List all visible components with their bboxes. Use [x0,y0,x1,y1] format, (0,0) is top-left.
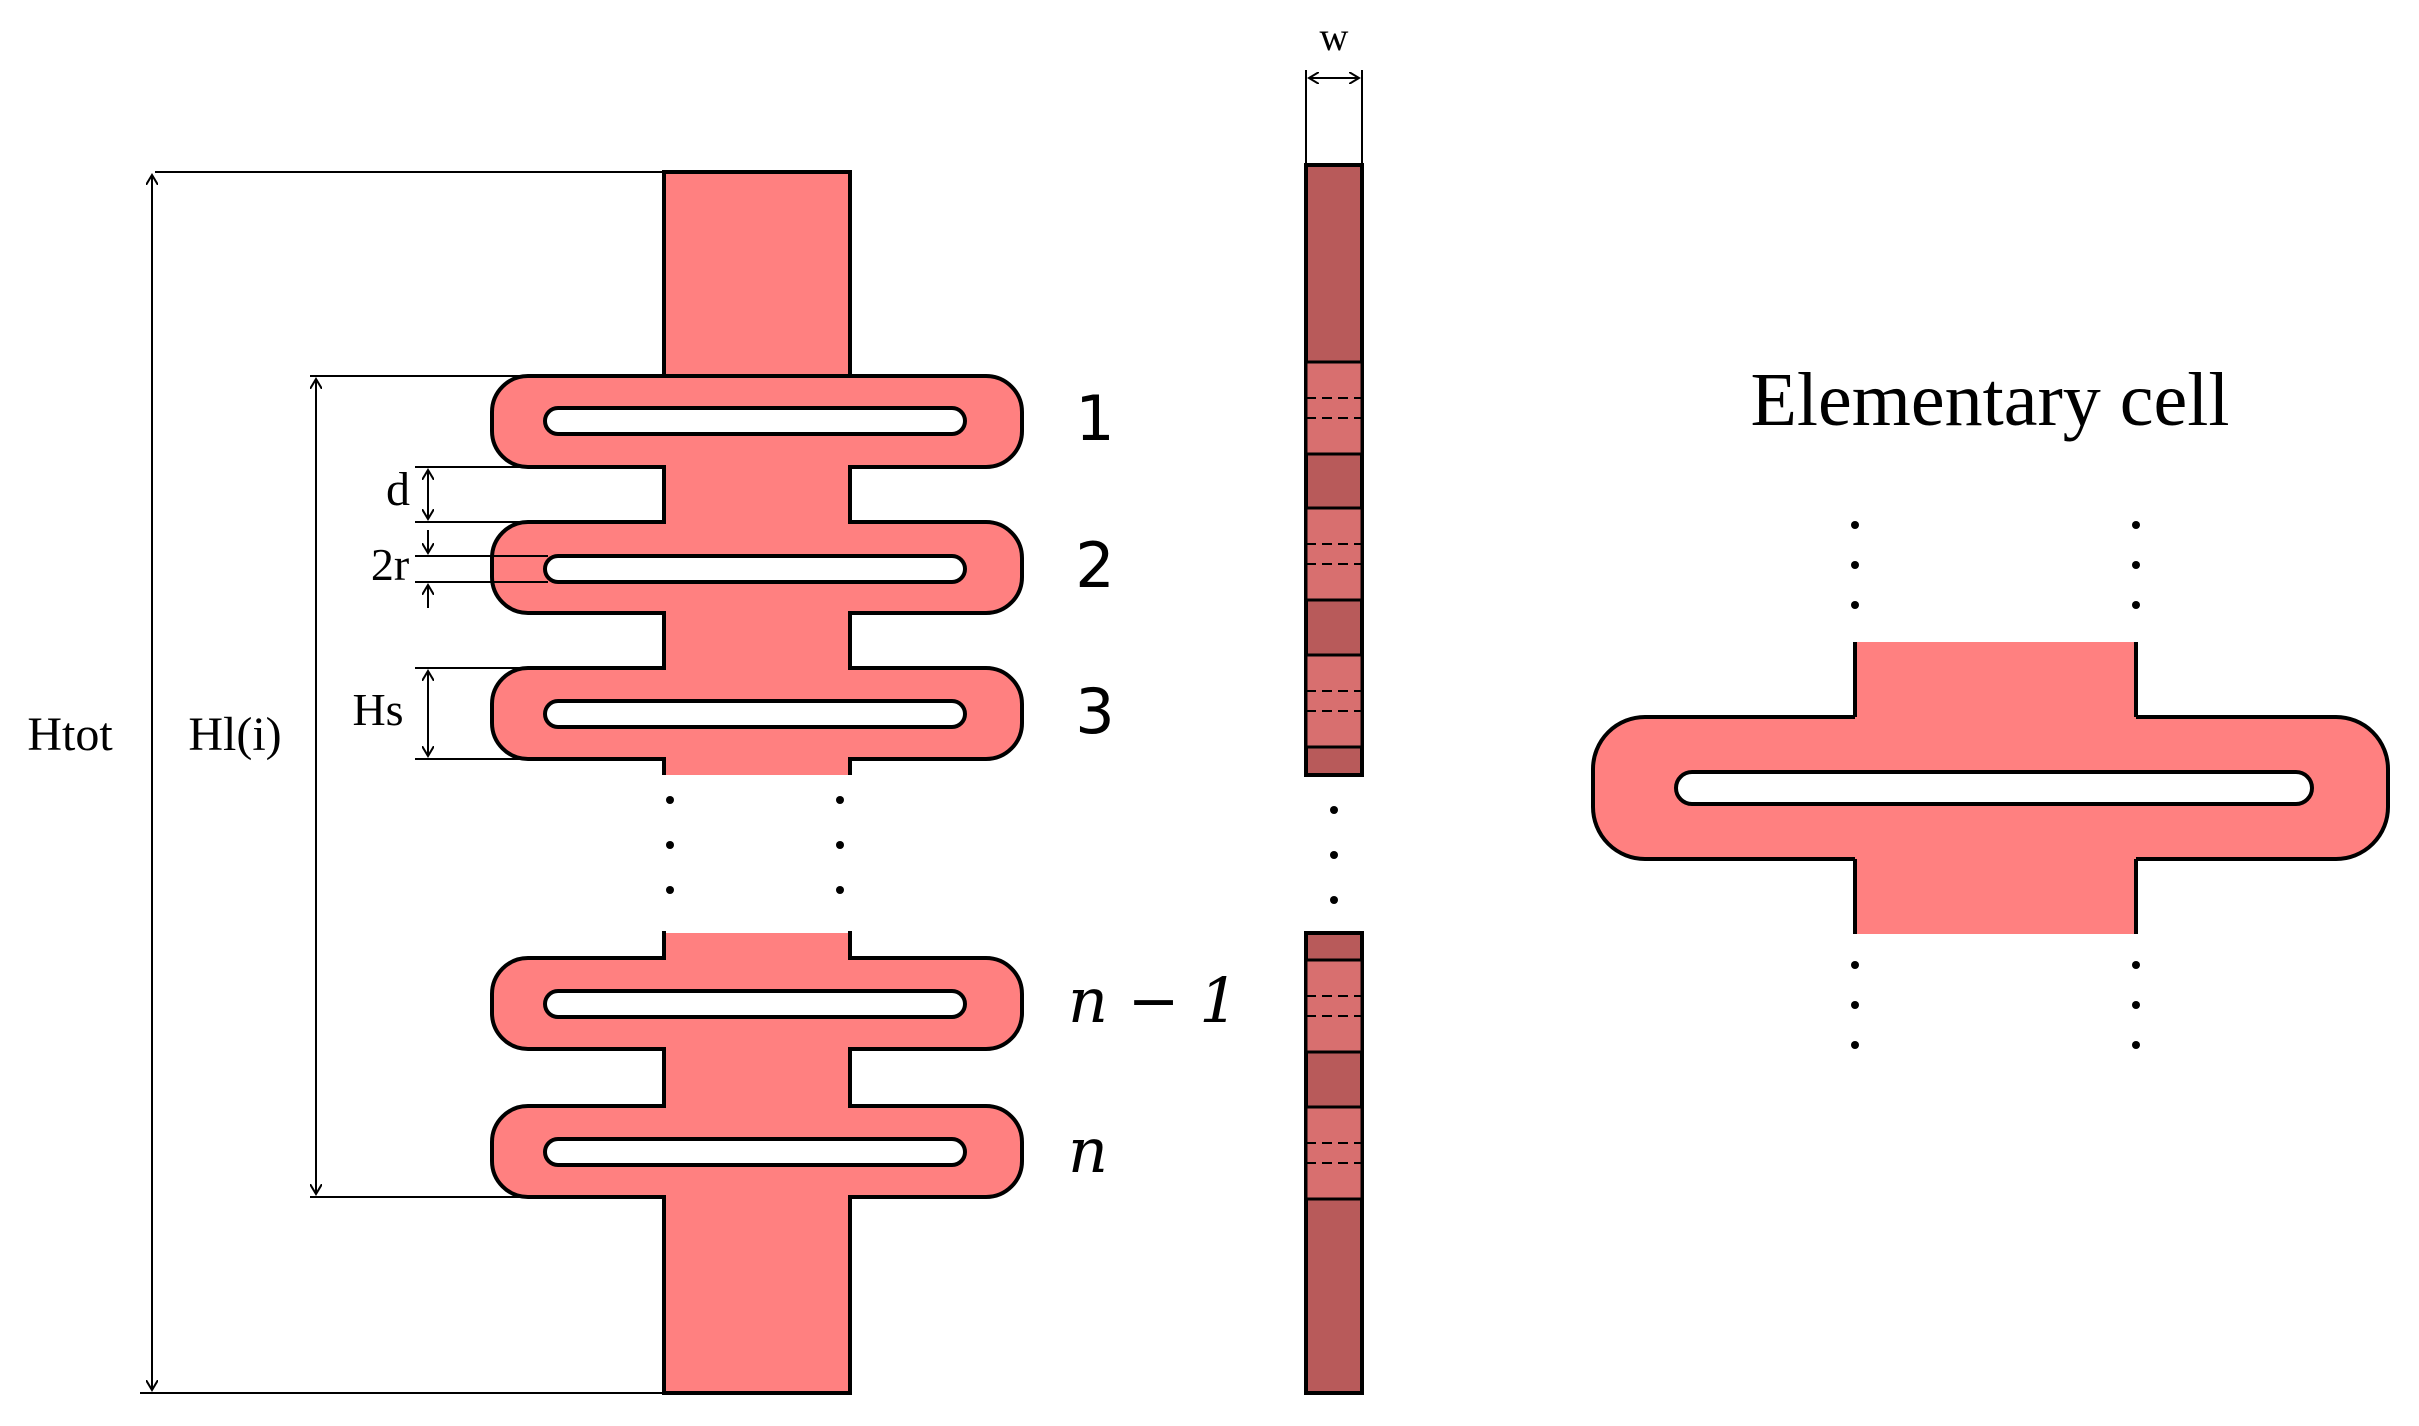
elementary-cell [1591,521,2390,1049]
side-view [1304,163,1364,1395]
cell-number-n: n [1068,1114,1108,1187]
cell-3 [490,666,1024,761]
cell-number-n-minus-1: n − 1 [1068,964,1239,1037]
cell-2 [490,520,1024,615]
cell-number-1: 1 [1075,382,1114,455]
label-w: w [1320,14,1349,59]
cell-number-2: 2 [1075,529,1114,602]
cell-n [490,1104,1024,1199]
cell-number-3: 3 [1075,675,1114,748]
cell-1 [490,374,1024,469]
main-structure [490,170,1024,1395]
label-htot: Htot [27,708,113,761]
cell-n-minus-1 [490,956,1024,1051]
bottom-segment [662,1195,852,1395]
dimension-lines [140,70,1363,1394]
label-d: d [386,463,410,516]
label-2r: 2r [371,539,409,590]
label-hl: Hl(i) [188,708,281,761]
continuation-dots [666,796,844,894]
elementary-cell-title: Elementary cell [1751,358,2230,442]
label-hs: Hs [352,684,403,735]
